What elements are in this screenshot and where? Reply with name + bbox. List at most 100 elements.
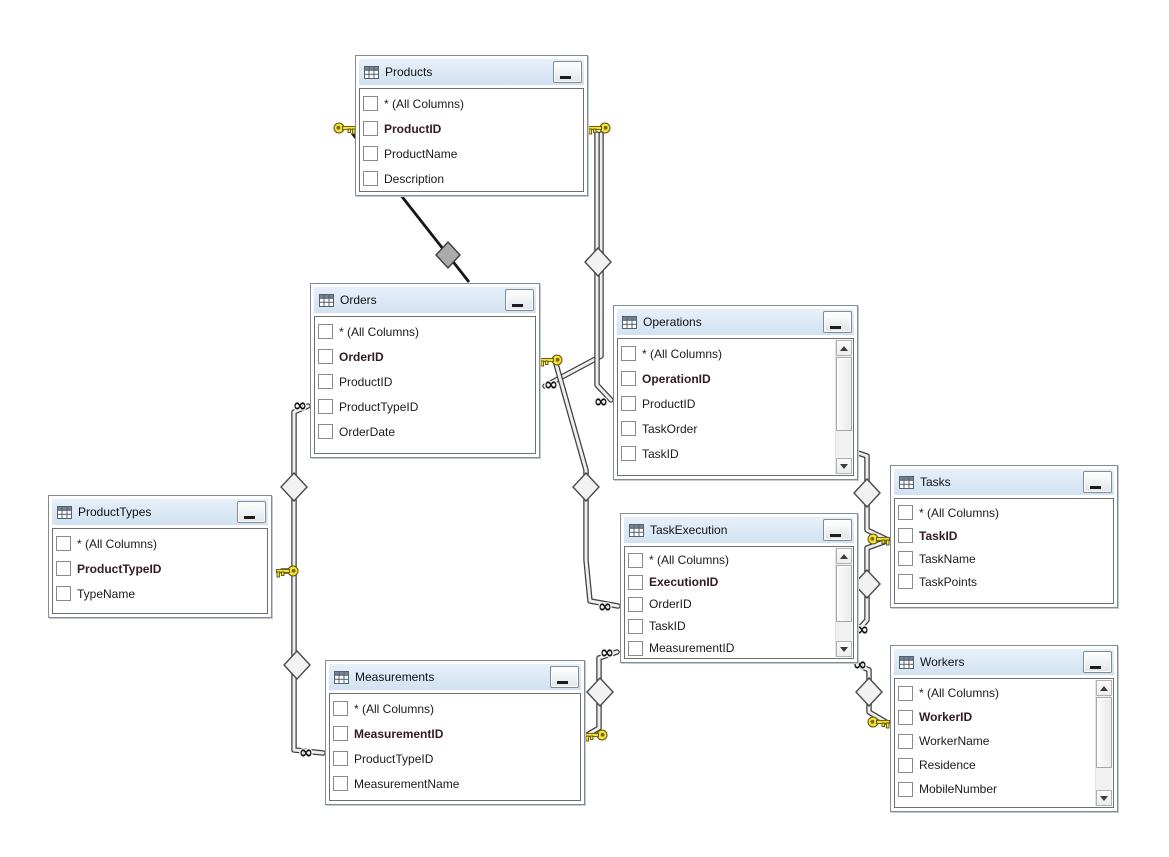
column-checkbox[interactable]	[898, 781, 913, 797]
column-checkbox[interactable]	[333, 701, 348, 716]
column-row: TaskID	[621, 441, 853, 466]
table-titlebar[interactable]: Orders	[314, 287, 536, 313]
minimize-button[interactable]	[553, 61, 582, 83]
column-label: ProductID	[642, 396, 696, 411]
column-checkbox[interactable]	[363, 96, 378, 111]
join-diamond[interactable]	[435, 240, 461, 270]
column-checkbox[interactable]	[621, 396, 636, 411]
column-checkbox[interactable]	[56, 561, 71, 576]
column-checkbox[interactable]	[621, 421, 636, 436]
scrollbar-thumb[interactable]	[1096, 697, 1112, 768]
table-title: Tasks	[920, 475, 951, 489]
key-icon	[276, 565, 299, 578]
table-titlebar[interactable]: TaskExecution	[624, 517, 854, 543]
scrollbar[interactable]	[835, 340, 852, 474]
scroll-up-button[interactable]	[836, 340, 852, 356]
column-checkbox[interactable]	[898, 685, 913, 701]
column-label: * (All Columns)	[354, 701, 435, 716]
column-label: ProductTypeID	[77, 561, 162, 576]
column-checkbox[interactable]	[628, 596, 643, 612]
column-checkbox[interactable]	[898, 551, 913, 566]
scroll-down-button[interactable]	[836, 458, 852, 474]
table-titlebar[interactable]: Measurements	[329, 664, 581, 690]
column-checkbox[interactable]	[898, 733, 913, 749]
scrollbar-thumb[interactable]	[836, 565, 852, 622]
table-icon	[899, 655, 914, 669]
scroll-up-button[interactable]	[1096, 680, 1112, 696]
column-checkbox[interactable]	[898, 574, 913, 589]
scrollbar[interactable]	[835, 548, 852, 657]
table-titlebar[interactable]: Tasks	[894, 469, 1114, 495]
scroll-down-button[interactable]	[836, 641, 852, 657]
minimize-button[interactable]	[823, 519, 852, 541]
column-checkbox[interactable]	[363, 146, 378, 161]
column-checkbox[interactable]	[363, 121, 378, 136]
table-titlebar[interactable]: ProductTypes	[52, 499, 268, 525]
column-checkbox[interactable]	[898, 505, 913, 520]
column-checkbox[interactable]	[318, 349, 333, 364]
column-checkbox[interactable]	[621, 371, 636, 386]
column-checkbox[interactable]	[628, 574, 643, 590]
column-row: ProductName	[363, 141, 583, 166]
join-diamond[interactable]	[853, 568, 881, 600]
column-checkbox[interactable]	[621, 446, 636, 461]
column-label: OrderID	[649, 597, 692, 611]
column-checkbox[interactable]	[898, 528, 913, 543]
column-checkbox[interactable]	[333, 776, 348, 791]
join-diamond[interactable]	[853, 477, 881, 509]
column-checkbox[interactable]	[318, 424, 333, 439]
join-diamond[interactable]	[572, 471, 600, 503]
join-diamond[interactable]	[280, 471, 308, 503]
column-checkbox[interactable]	[628, 640, 643, 656]
minimize-button[interactable]	[505, 289, 534, 311]
relationship-line-products-operations[interactable]	[594, 131, 614, 403]
column-row: TaskName	[898, 547, 1113, 570]
column-row: OperationID	[621, 366, 853, 391]
column-checkbox[interactable]	[898, 709, 913, 725]
column-row: ProductID	[318, 369, 535, 394]
table-title: ProductTypes	[78, 505, 152, 519]
table-titlebar[interactable]: Operations	[617, 309, 854, 335]
table-title: TaskExecution	[650, 523, 728, 537]
join-diamond[interactable]	[584, 246, 612, 278]
column-label: OperationID	[642, 371, 711, 386]
column-checkbox[interactable]	[628, 552, 643, 568]
relationship-line-orders-taskexecution[interactable]	[553, 361, 621, 609]
join-diamond[interactable]	[283, 649, 311, 681]
scrollbar-thumb[interactable]	[836, 357, 852, 431]
table-titlebar[interactable]: Products	[359, 59, 584, 85]
column-checkbox[interactable]	[318, 324, 333, 339]
column-checkbox[interactable]	[318, 374, 333, 389]
column-checkbox[interactable]	[56, 586, 71, 601]
column-checkbox[interactable]	[621, 346, 636, 361]
column-label: MeasurementName	[354, 776, 460, 791]
infinity-icon: ∞	[299, 743, 313, 763]
column-row: TaskOrder	[621, 416, 853, 441]
minimize-button[interactable]	[237, 501, 266, 523]
table-titlebar[interactable]: Workers	[894, 649, 1114, 675]
column-row: * (All Columns)	[628, 549, 853, 571]
column-checkbox[interactable]	[333, 751, 348, 766]
relationship-line-products-orders[interactable]	[542, 131, 604, 389]
column-checkbox[interactable]	[318, 399, 333, 414]
minimize-button[interactable]	[823, 311, 852, 333]
arrow-up-icon	[840, 553, 848, 559]
column-row: OrderID	[318, 344, 535, 369]
minimize-button[interactable]	[1083, 651, 1112, 673]
column-checkbox[interactable]	[333, 726, 348, 741]
minimize-button[interactable]	[550, 666, 579, 688]
scrollbar[interactable]	[1095, 680, 1112, 806]
column-checkbox[interactable]	[56, 536, 71, 551]
scroll-down-button[interactable]	[1096, 790, 1112, 806]
join-diamond[interactable]	[855, 676, 883, 708]
minimize-button[interactable]	[1083, 471, 1112, 493]
join-diamond[interactable]	[586, 676, 614, 708]
scroll-up-button[interactable]	[836, 548, 852, 564]
column-checkbox[interactable]	[628, 618, 643, 634]
column-checkbox[interactable]	[898, 757, 913, 773]
column-checkbox[interactable]	[363, 171, 378, 186]
relationship-line-producttypes-measurements[interactable]	[291, 568, 326, 756]
